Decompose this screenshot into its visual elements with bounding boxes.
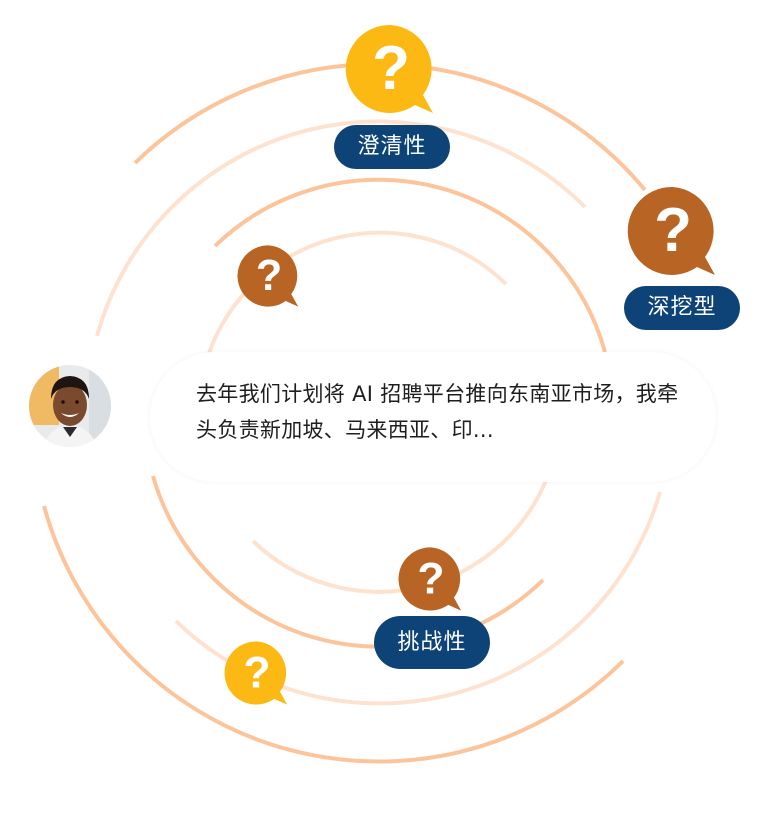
label-pill-deep-dive: 深挖型 (624, 286, 740, 330)
avatar-photo-icon (29, 365, 111, 447)
question-mark-icon: ? (398, 547, 462, 611)
question-mark-icon: ? (237, 245, 299, 307)
clarifying-question-bubble: ? (345, 23, 437, 115)
label-pill-clarifying: 澄清性 (334, 125, 450, 169)
question-mark-icon: ? (345, 24, 433, 113)
third-arc-top (213, 177, 607, 353)
svg-text:?: ? (417, 554, 444, 603)
third-arc-bottom (151, 475, 545, 649)
question-mark-icon: ? (224, 641, 288, 705)
deep-dive-question-bubble: ? (627, 185, 719, 277)
quote-card (150, 352, 716, 482)
question-mark-icon: ? (627, 186, 715, 275)
svg-text:?: ? (256, 252, 282, 300)
svg-text:?: ? (654, 196, 692, 265)
outer-arc-bottom (42, 505, 625, 764)
inner-question-bubble: ? (237, 243, 301, 309)
svg-text:?: ? (372, 34, 410, 103)
second-arc-top (95, 119, 587, 337)
fourth-arc-top (203, 230, 508, 367)
quote-text: 去年我们计划将 AI 招聘平台推向东南亚市场，我牵头负责新加坡、马来西亚、印..… (196, 382, 679, 442)
label-pill-challenge: 挑战性 (374, 616, 490, 669)
challenge-question-bubble: ? (398, 546, 464, 612)
svg-text:?: ? (243, 648, 270, 697)
avatar (29, 365, 111, 447)
bottom-question-bubble: ? (224, 640, 290, 706)
